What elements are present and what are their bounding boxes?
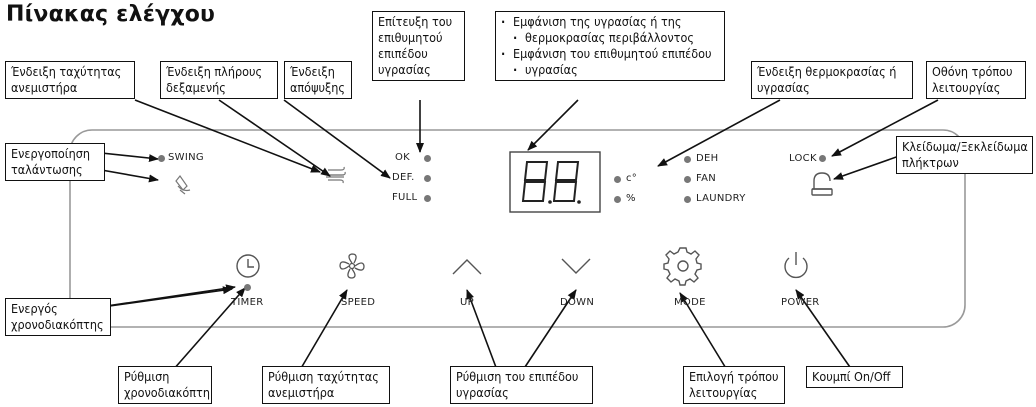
celsius-label: c°: [626, 173, 638, 184]
full-led: [424, 195, 431, 202]
swing-led: [158, 155, 165, 162]
up-button[interactable]: [447, 250, 492, 310]
lock-led: [819, 155, 826, 162]
fan-led: [684, 176, 691, 183]
up-button-label: UP: [460, 297, 474, 308]
speed-button-label: SPEED: [341, 297, 376, 308]
mode-button-label: MODE: [674, 297, 706, 308]
ok-label: OK: [395, 152, 411, 163]
callout-power-button: Κουμπί On/Off: [806, 366, 903, 388]
def-led: [424, 175, 431, 182]
timer-active-led: [244, 284, 251, 291]
full-tank-icon: [326, 171, 346, 178]
percent-label: %: [626, 193, 636, 204]
mode-button[interactable]: [662, 250, 707, 310]
seven-segment-display: [509, 151, 601, 213]
fan-icon: [339, 253, 365, 279]
callout-display-info: Εμφάνιση της υγρασίας ή τηςθερμοκρασίας …: [495, 11, 725, 81]
ok-led: [424, 155, 431, 162]
laundry-led: [684, 196, 691, 203]
timer-button[interactable]: [225, 250, 270, 310]
down-button[interactable]: [555, 250, 600, 310]
clock-icon: [236, 254, 260, 278]
celsius-led: [614, 176, 621, 183]
timer-button-label: TIMER: [231, 297, 264, 308]
chevron-down-icon: [561, 258, 591, 274]
full-label: FULL: [392, 192, 418, 203]
lock-label: LOCK: [789, 153, 817, 164]
deh-led: [684, 156, 691, 163]
lock-button[interactable]: [806, 168, 838, 200]
down-button-label: DOWN: [560, 297, 595, 308]
def-label: DEF.: [392, 172, 415, 183]
panel-outline: [69, 129, 966, 328]
swing-button[interactable]: [170, 170, 198, 198]
laundry-label: LAUNDRY: [696, 193, 746, 204]
percent-led: [614, 196, 621, 203]
swing-label: SWING: [168, 152, 204, 163]
lock-icon: [811, 172, 833, 196]
speed-button[interactable]: [332, 250, 377, 310]
fan-label: FAN: [696, 173, 717, 184]
callout-arrows: [72, 99, 939, 371]
deh-label: DEH: [696, 153, 719, 164]
chevron-up-icon: [452, 259, 482, 275]
page-title: Πίνακας ελέγχου: [6, 2, 216, 27]
power-icon: [784, 252, 808, 279]
power-button-label: POWER: [781, 297, 820, 308]
power-button[interactable]: [774, 250, 819, 310]
gear-icon: [663, 247, 702, 286]
swing-icon: [175, 174, 191, 195]
